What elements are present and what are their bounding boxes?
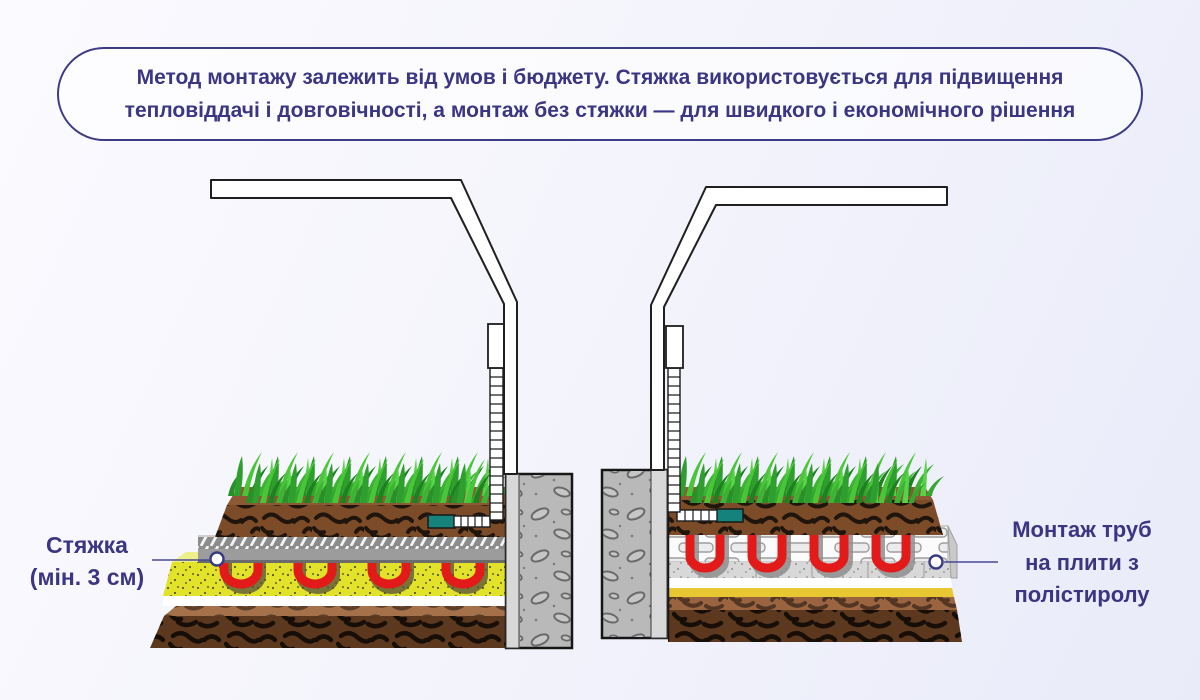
subsoil-layer [668, 597, 962, 642]
embedded-post [505, 473, 520, 649]
grass [228, 452, 513, 503]
greenhouse-frame [650, 186, 948, 471]
separation-layer [668, 578, 952, 588]
polystyrene-label-line2: на плити з [1025, 549, 1139, 575]
polystyrene-label-line3: полістиролу [1014, 582, 1150, 607]
callout-polystyrene [928, 554, 998, 570]
embedded-post [650, 469, 668, 639]
concrete-foundation [504, 472, 574, 650]
screed-label-line2: (мін. 3 см) [29, 564, 145, 590]
golden-sand-layer [668, 588, 954, 597]
screed-layer [198, 535, 511, 563]
concrete-foundation [600, 468, 670, 640]
right-diagram-polystyrene-method [600, 186, 998, 642]
greenhouse-frame [210, 179, 518, 475]
separation-layer [163, 596, 511, 606]
callout-screed [152, 551, 225, 567]
info-banner: Метод монтажу залежить від умов і бюджет… [57, 47, 1143, 141]
heating-pipe-loops [219, 550, 488, 594]
screed-label-line1: Стяжка [46, 532, 128, 558]
polystyrene-label-line1: Монтаж труб [1012, 517, 1152, 542]
banner-text-line1: Метод монтажу залежить від умов і бюджет… [136, 66, 1064, 89]
callout-marker [209, 551, 225, 567]
corrugated-pipe-riser [427, 323, 508, 529]
corrugated-pipe-riser [665, 325, 744, 523]
callout-marker [928, 554, 944, 570]
subsoil-layer [150, 606, 511, 648]
banner-text-line2: тепловіддачі і довговічності, а монтаж б… [124, 99, 1076, 122]
pipe-fitting [715, 508, 744, 523]
polystyrene-label: Монтаж труб на плити з полістиролу [993, 514, 1171, 612]
screed-label: Стяжка (мін. 3 см) [12, 529, 162, 593]
pipe-fitting [427, 514, 456, 529]
heating-pipe-loops [685, 529, 915, 578]
left-diagram-screed-method [150, 179, 574, 650]
rebar-hatch [198, 537, 511, 549]
riser-connector [665, 325, 684, 369]
